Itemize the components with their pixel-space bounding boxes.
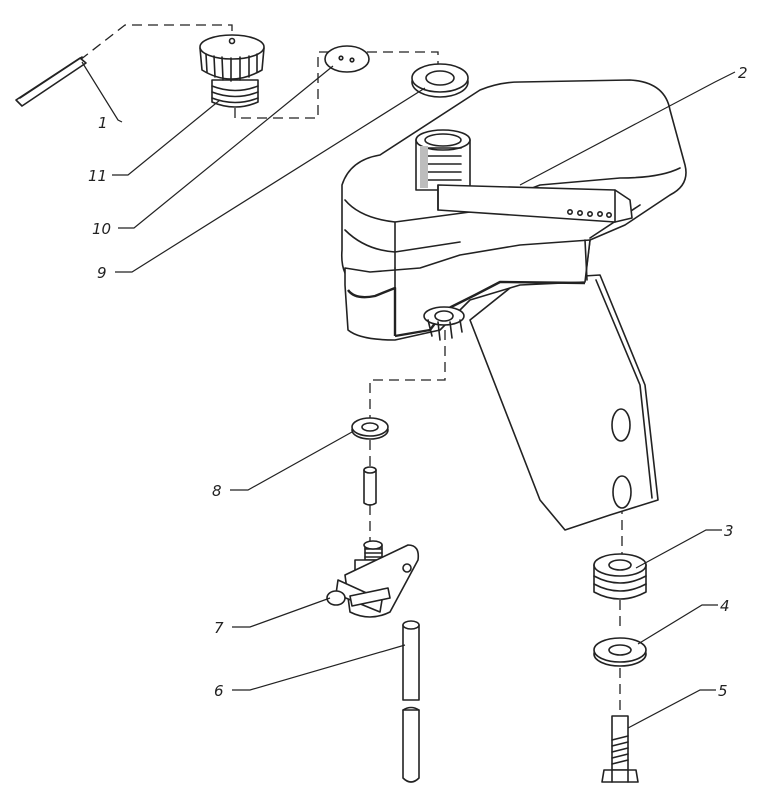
callout-10: 10 bbox=[92, 220, 111, 238]
callout-8: 8 bbox=[212, 482, 222, 500]
part-1-pin bbox=[15, 56, 87, 107]
callout-9: 9 bbox=[97, 264, 107, 282]
callout-1: 1 bbox=[98, 114, 108, 132]
callout-labels: 1 2 3 4 5 6 7 8 9 10 11 bbox=[88, 64, 748, 700]
part-7-valve bbox=[326, 540, 420, 618]
callout-7: 7 bbox=[214, 619, 224, 637]
callout-2: 2 bbox=[738, 64, 748, 82]
callout-11: 11 bbox=[88, 167, 107, 185]
part-5-bolt bbox=[601, 715, 639, 783]
part-11-filler-cap bbox=[199, 34, 265, 108]
callout-3: 3 bbox=[724, 522, 734, 540]
callout-6: 6 bbox=[214, 682, 224, 700]
part-8-washer bbox=[351, 417, 389, 506]
callout-4: 4 bbox=[720, 597, 730, 615]
part-3-bushing bbox=[593, 553, 647, 600]
callout-5: 5 bbox=[718, 682, 728, 700]
part-4-washer bbox=[593, 637, 647, 667]
part-6-hose bbox=[402, 620, 420, 783]
leader-lines bbox=[81, 61, 736, 729]
assembly-lines bbox=[79, 24, 623, 712]
part-2-reservoir-tank bbox=[340, 79, 687, 531]
part-10-disc bbox=[324, 45, 370, 73]
part-9-washer bbox=[411, 63, 469, 98]
